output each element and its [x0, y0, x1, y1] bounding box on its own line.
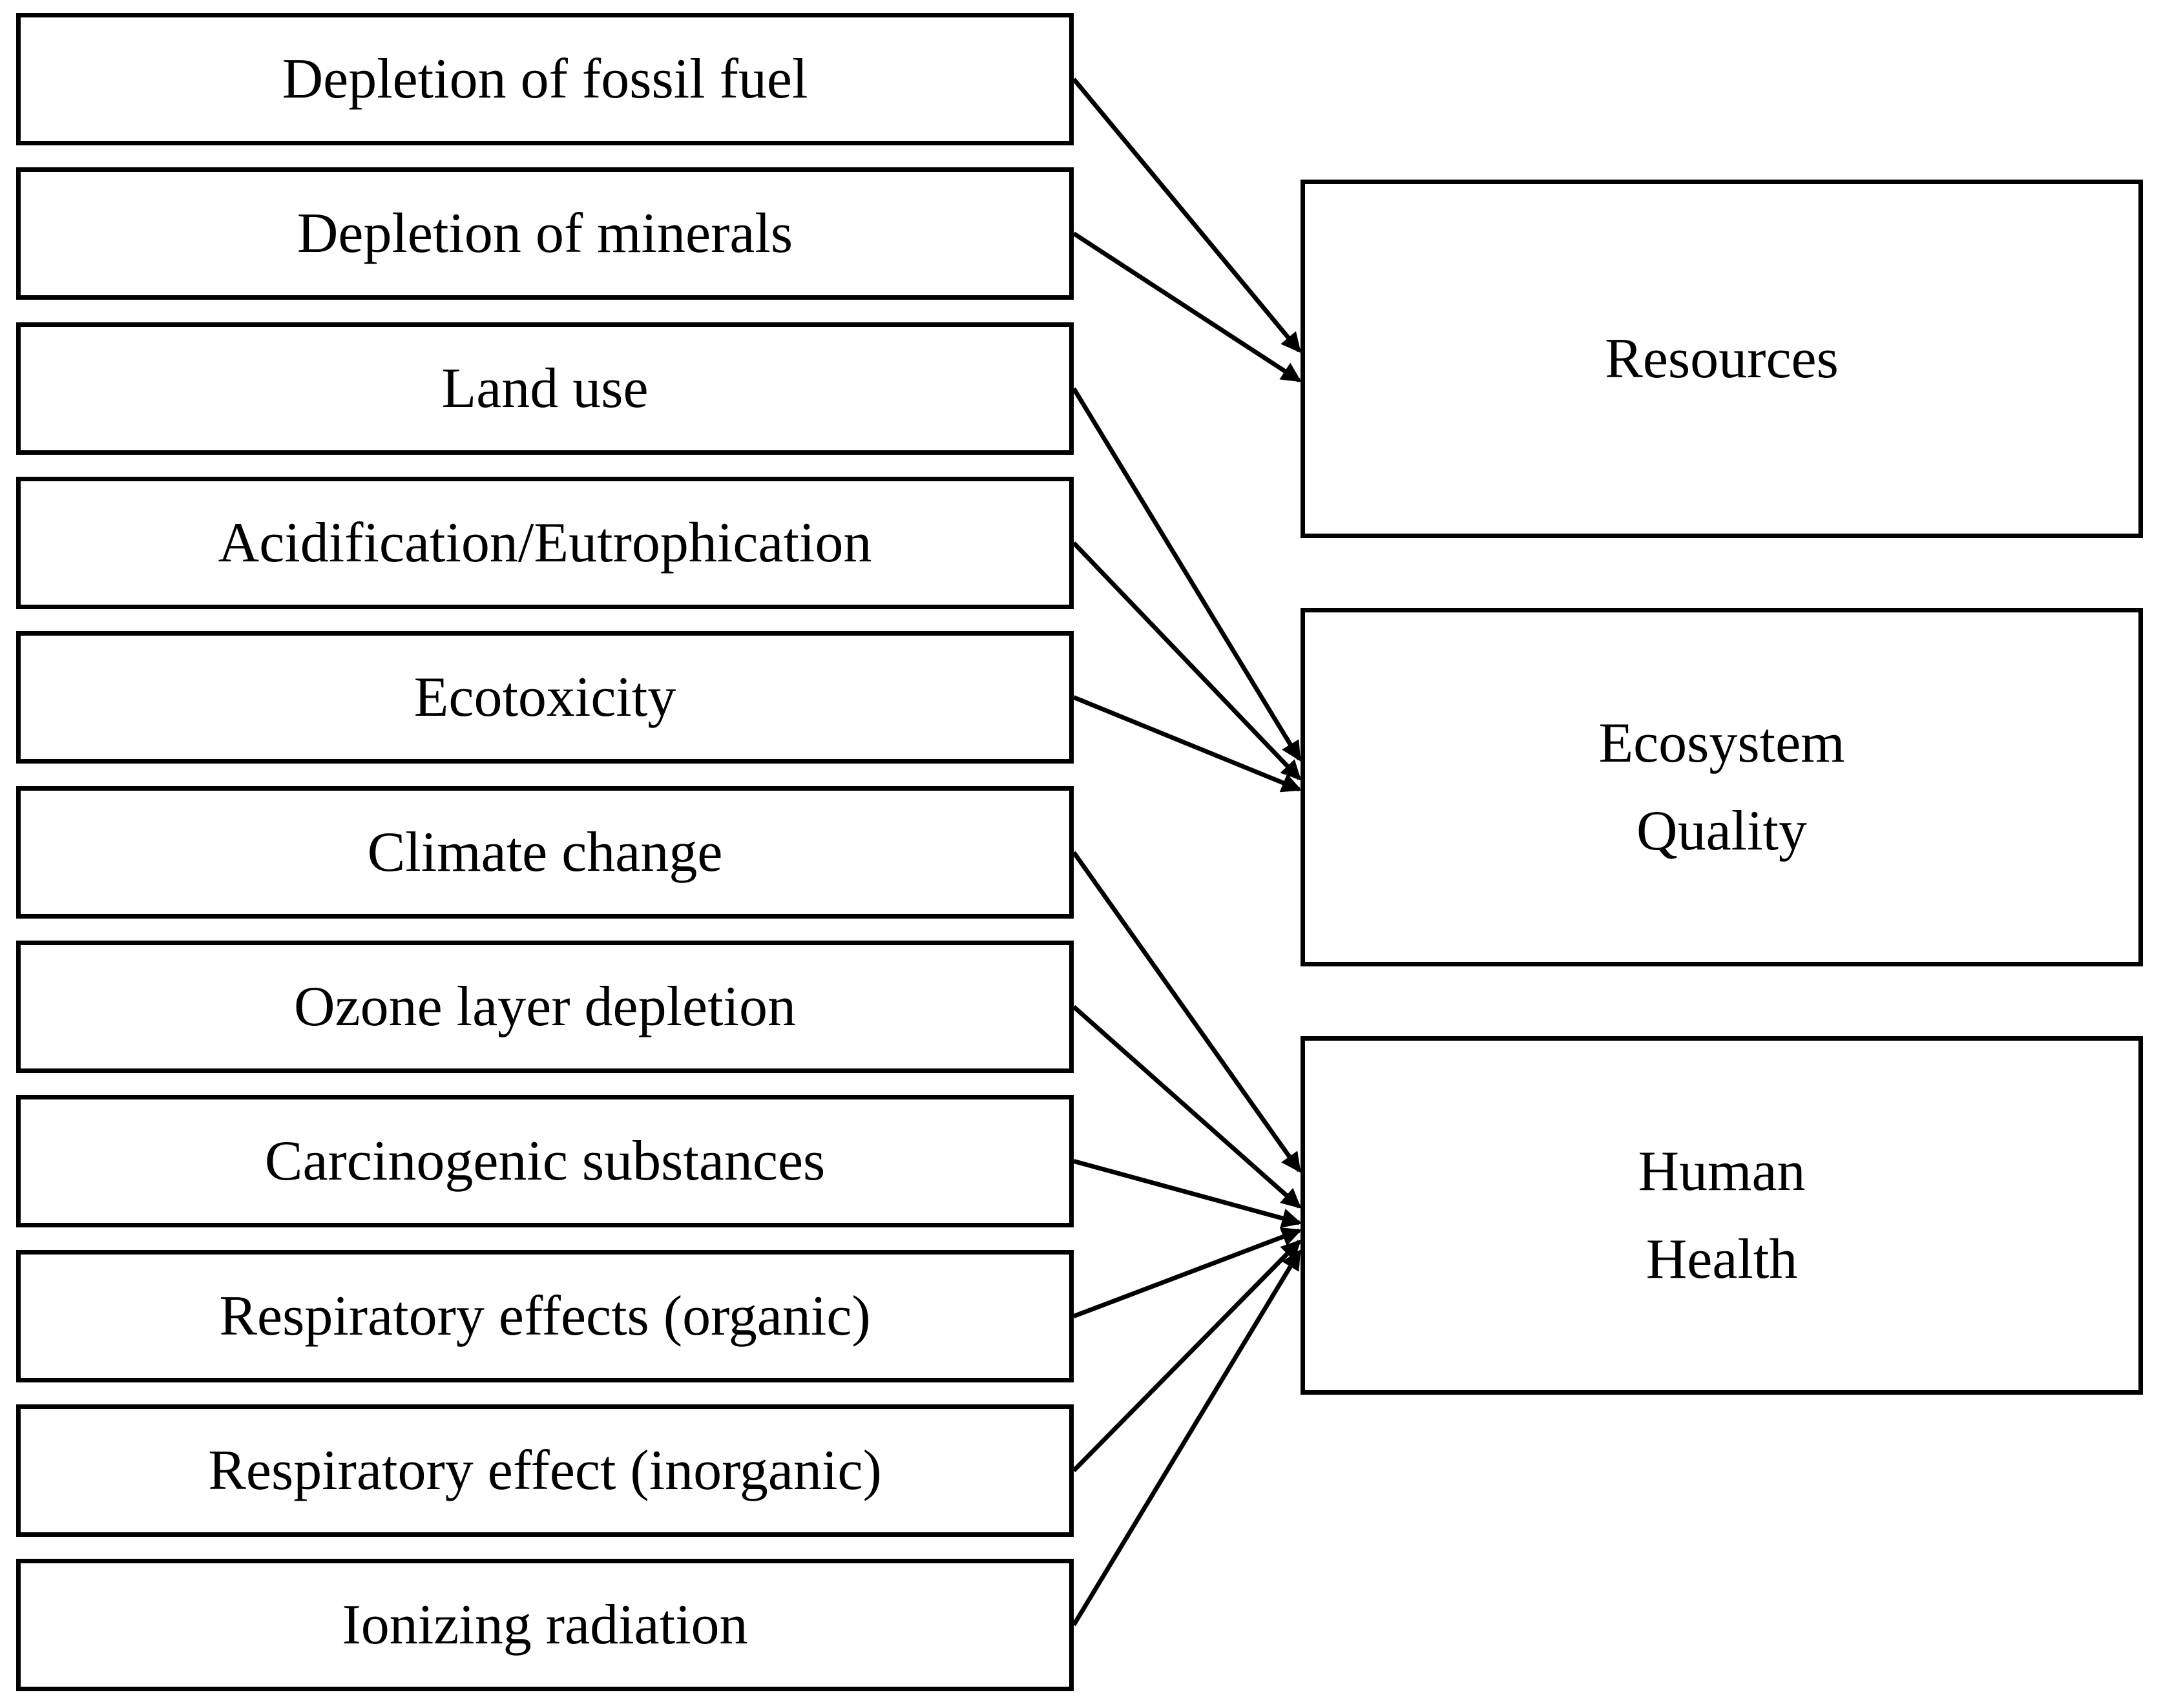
impact-category-label: Acidification/Eutrophication [218, 511, 872, 574]
damage-category-label-line: Ecosystem [1598, 711, 1845, 775]
damage-category-label-line: Quality [1636, 799, 1807, 862]
arrow-respiratory-effect-inorganic-to-human-health [1072, 1239, 1302, 1472]
arrow-depletion-of-fossil-fuel-to-resources [1072, 78, 1301, 353]
arrow-ozone-layer-depletion-to-human-health [1072, 1005, 1302, 1209]
impact-category-label: Land use [441, 357, 649, 420]
impact-category-box-ionizing-radiation: Ionizing radiation [16, 1559, 1074, 1691]
damage-category-label-line: Human [1638, 1140, 1806, 1203]
impact-category-box-ozone-layer-depletion: Ozone layer depletion [16, 941, 1074, 1073]
arrow-depletion-of-minerals-to-resources [1072, 231, 1302, 382]
impact-category-label: Respiratory effect (inorganic) [208, 1439, 882, 1502]
impact-category-label: Depletion of minerals [297, 202, 793, 265]
impact-category-label: Climate change [367, 820, 723, 884]
impact-category-box-climate-change: Climate change [16, 786, 1074, 919]
impact-category-label: Ionizing radiation [342, 1593, 748, 1656]
impact-category-box-respiratory-effect-inorganic: Respiratory effect (inorganic) [16, 1404, 1074, 1537]
arrow-ionizing-radiation-to-human-health [1072, 1249, 1301, 1627]
arrow-carcinogenic-substances-to-human-health [1073, 1159, 1302, 1228]
impact-category-box-depletion-of-minerals: Depletion of minerals [16, 167, 1074, 300]
damage-category-box-resources: Resources [1301, 180, 2143, 538]
impact-category-box-land-use: Land use [16, 322, 1074, 455]
arrow-land-use-to-ecosystem-quality [1072, 387, 1301, 762]
impact-category-box-acidification-eutrophication: Acidification/Eutrophication [16, 477, 1074, 609]
impact-category-box-carcinogenic-substances: Carcinogenic substances [16, 1095, 1074, 1227]
damage-category-label-line: Health [1646, 1227, 1798, 1291]
impact-category-box-respiratory-effects-organic: Respiratory effects (organic) [16, 1250, 1074, 1382]
arrow-ecotoxicity-to-ecosystem-quality [1072, 695, 1302, 793]
damage-category-label-line: Resources [1605, 327, 1839, 390]
arrow-climate-change-to-human-health [1072, 851, 1301, 1173]
impact-category-label: Carcinogenic substances [264, 1129, 826, 1192]
impact-category-box-ecotoxicity: Ecotoxicity [16, 631, 1074, 764]
impact-category-label: Respiratory effects (organic) [219, 1284, 871, 1348]
arrow-acidification-eutrophication-to-ecosystem-quality [1072, 541, 1301, 781]
impact-category-label: Ecotoxicity [413, 665, 676, 729]
arrow-respiratory-effects-organic-to-human-health [1072, 1227, 1302, 1318]
impact-category-box-depletion-of-fossil-fuel: Depletion of fossil fuel [16, 13, 1074, 145]
impact-category-label: Depletion of fossil fuel [282, 47, 808, 110]
impact-category-label: Ozone layer depletion [293, 975, 796, 1038]
